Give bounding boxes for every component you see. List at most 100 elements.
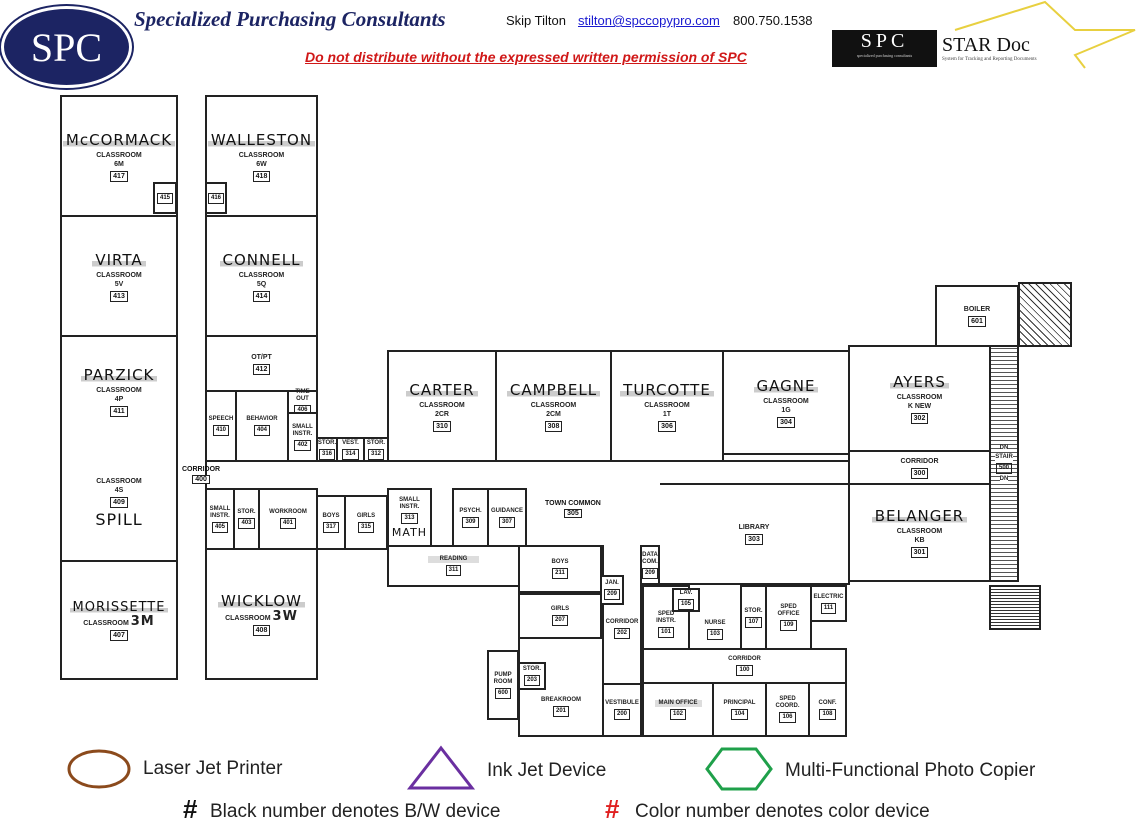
star-icon [954,0,1136,69]
label-text: CORRIDOR [728,656,761,662]
room-103: NURSE 103 [688,612,742,650]
company-name: Specialized Purchasing Consultants [134,7,446,31]
room-314: VEST.314 [336,437,365,462]
room-111: ELECTRIC 111 [810,585,847,622]
stardoc-sub-text: specialized purchasing consultants [856,53,913,58]
stardoc-title: STAR Doc System for Tracking and Reporti… [942,34,1037,62]
number-text: 402 [294,439,311,451]
room-405: SMALL INSTR.405 [205,488,235,550]
label-text: CLASSROOM 2CM [530,401,577,418]
number-text: 108 [819,708,836,720]
label-text: CORRIDOR [900,457,939,465]
number-text: 211 [552,568,568,579]
label-text: BEHAVIOR [246,416,278,422]
label-text: TOWN COMMON [545,500,601,507]
number-text: 111 [820,602,837,614]
teacher-text: SPILL [95,509,143,529]
number-text: 202 [613,628,630,639]
hand-text: 3W [272,609,298,624]
label-text: CLASSROOM [83,619,129,627]
number-text: 403 [238,518,255,529]
label-text: CLASSROOM 4S [96,477,142,494]
copier-icon [705,747,773,791]
label-text: DATA COM. [642,551,658,565]
label-text: OT/PT [251,353,272,361]
number-text: 101 [657,627,674,638]
label-text: CLASSROOM 1T [644,401,690,418]
room-416: 416 [205,182,227,214]
number-text: 600 [494,687,511,699]
number-text: 300 [910,467,929,479]
room-106: SPED COORD.106 [765,682,810,737]
label-text: SPED INSTR. [656,611,676,624]
label-text: TIME OUT [295,388,310,402]
number-text: 207 [551,615,568,626]
number-text: 301 [910,547,929,558]
label-text: CLASSROOM K NEW [896,394,943,410]
phone: 800.750.1538 [733,13,813,28]
hatched-area-lower [989,585,1041,630]
label-text: PSYCH. [459,507,482,514]
number-text: 601 [968,316,986,327]
label-text: VEST. [342,439,359,446]
town-common-305: TOWN COMMON 305 [545,500,601,518]
number-text: 308 [544,420,563,432]
label-text: CLASSROOM 5Q [238,271,285,288]
stardoc-logo: SPC specialized purchasing consultants [832,30,937,67]
room-403: STOR.403 [233,488,260,550]
number-text: 201 [552,706,569,717]
number-text: 305 [564,509,582,518]
number-text: 310 [433,420,451,432]
label-text: CLASSROOM 4P [96,386,142,403]
label-text: ELECTRIC [813,593,844,600]
teacher-text: CONNELL [219,250,304,269]
number-text: 316 [318,448,335,460]
label-text: BREAKROOM [541,697,581,703]
number-text: 103 [706,629,723,640]
number-text: 200 [613,709,630,720]
number-text: 109 [780,620,797,631]
label-text: NURSE [704,620,726,626]
label-text: SPED OFFICE [777,604,800,617]
left-wing-corridor [176,95,207,680]
label-text: CLASSROOM 1G [763,398,809,414]
number-text: 105 [677,599,694,610]
label-text: PRINCIPAL [723,699,756,706]
teacher-text: BELANGER [871,507,968,525]
spc-logo: SPC [1,6,132,88]
room-109: SPED OFFICE 109 [765,585,812,650]
teacher-text: CARTER [406,380,478,399]
label-text: CLASSROOM 6W [238,151,285,168]
number-text: 405 [211,521,228,533]
contact-name: Skip Tilton [506,13,566,28]
room-203: STOR.203 [518,662,546,690]
room-108: CONF.108 [808,682,847,737]
label-text: CLASSROOM 6M [96,151,142,168]
room-107: STOR.107 [740,585,767,650]
label-text: CORRIDOR [605,619,639,625]
email-link[interactable]: stilton@spccopypro.com [578,13,720,28]
number-text: 100 [736,665,753,676]
number-text: 209 [642,567,659,579]
hand-text: 3M [130,613,155,629]
number-text: 407 [110,629,128,641]
label-text: LIBRARY [738,524,770,531]
room-105: LAV. 105 [672,588,700,612]
label-text: LAV. [679,590,693,596]
number-text: 415 [156,192,173,204]
number-text: 203 [523,675,540,686]
label-text: JAN. [605,580,619,586]
dn-text: DN [999,444,1009,452]
label-text: BOYS [322,512,340,519]
number-text: 410 [212,425,229,436]
number-text: 418 [252,170,271,182]
